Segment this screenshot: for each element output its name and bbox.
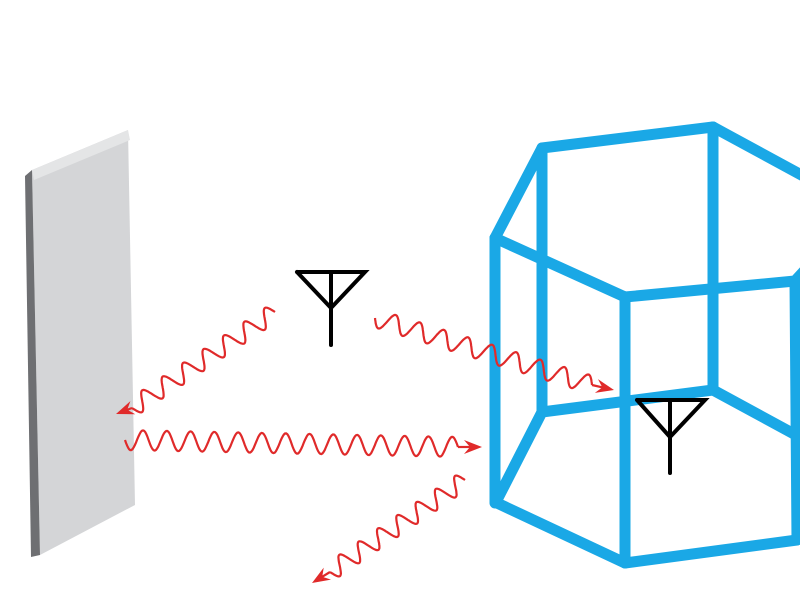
panel-highlight <box>32 130 130 180</box>
cage-bottom-back <box>491 384 800 506</box>
arrowhead-icon <box>464 440 482 454</box>
arrowhead-icon <box>594 379 614 393</box>
arrowhead-icon <box>116 401 136 415</box>
wave-arrow-shaft <box>591 383 605 389</box>
shielded-cage <box>489 121 800 569</box>
waves <box>116 306 614 583</box>
arrowhead-icon <box>312 567 332 583</box>
receiver-antenna <box>635 398 710 475</box>
wave-to-receiver <box>373 313 594 390</box>
cage-top-edge <box>489 121 800 244</box>
wave-reflected-out <box>329 474 466 578</box>
cage-edge <box>789 275 800 546</box>
transmitter-antenna <box>295 270 370 347</box>
wave-to-cage-direct <box>123 429 460 458</box>
panel-edge <box>25 170 40 557</box>
panel-face <box>32 130 135 555</box>
reflector-panel <box>25 130 135 557</box>
cage-bottom-front <box>491 497 800 569</box>
wave-to-panel <box>131 306 276 414</box>
